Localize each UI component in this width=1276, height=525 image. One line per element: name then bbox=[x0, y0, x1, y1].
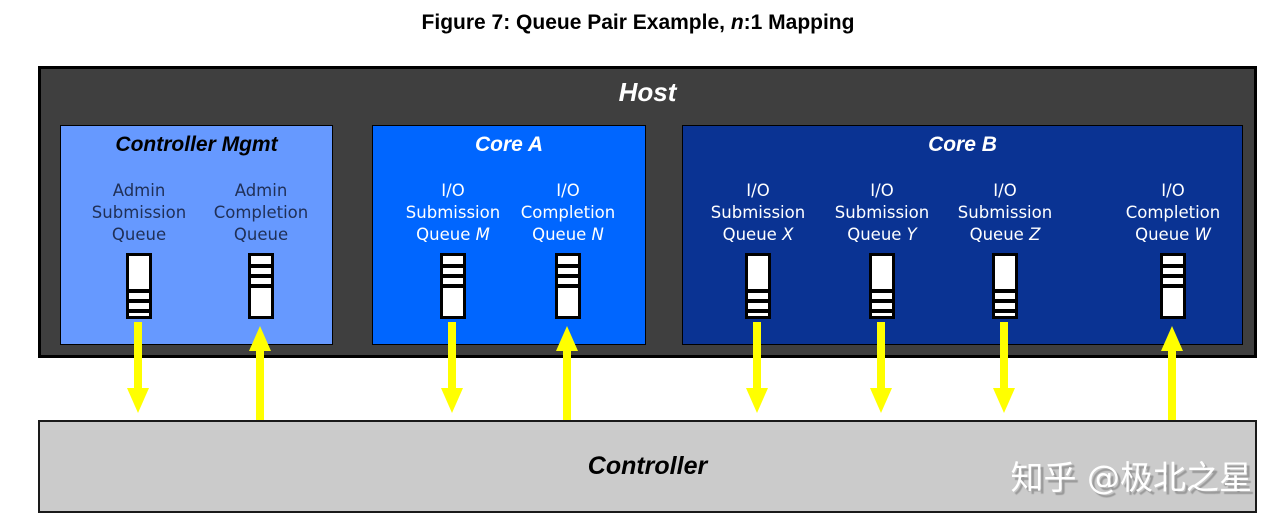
controller-mgmt-box: Controller Mgmt Admin Submission Queue A… bbox=[60, 125, 333, 345]
io-submission-queue-y: I/O Submission Queue Y bbox=[822, 180, 942, 319]
io-submission-queue-z: I/O Submission Queue Z bbox=[945, 180, 1065, 319]
controller-mgmt-title: Controller Mgmt bbox=[115, 133, 278, 156]
core-b-box: Core B I/O Submission Queue X I/O Submis… bbox=[682, 125, 1243, 345]
figure-title-italic-n: n bbox=[730, 11, 744, 34]
queue-icon bbox=[992, 253, 1018, 319]
queue-icon bbox=[126, 253, 152, 319]
io-submission-queue-m: I/O Submission Queue M bbox=[393, 180, 513, 319]
arrow-up-io-completion-n bbox=[556, 326, 578, 420]
figure-title-prefix: Figure 7: Queue Pair Example, bbox=[421, 11, 731, 34]
queue-icon bbox=[745, 253, 771, 319]
core-b-title: Core B bbox=[928, 133, 997, 156]
admin-completion-queue-label: Admin Completion Queue bbox=[213, 181, 309, 244]
arrow-down-io-submission-z bbox=[993, 322, 1015, 413]
controller-box: Controller bbox=[38, 420, 1257, 513]
io-submission-queue-x-label: I/O Submission Queue X bbox=[710, 181, 806, 244]
io-completion-queue-w-label: I/O Completion Queue W bbox=[1125, 181, 1221, 244]
admin-submission-queue-label: Admin Submission Queue bbox=[91, 181, 187, 244]
io-submission-queue-m-label: I/O Submission Queue M bbox=[405, 181, 501, 244]
core-a-box: Core A I/O Submission Queue M I/O Comple… bbox=[372, 125, 646, 345]
queue-icon bbox=[555, 253, 581, 319]
arrow-down-io-submission-m bbox=[441, 322, 463, 413]
io-submission-queue-x: I/O Submission Queue X bbox=[698, 180, 818, 319]
io-completion-queue-n: I/O Completion Queue N bbox=[508, 180, 628, 319]
figure-title: Figure 7: Queue Pair Example, n:1 Mappin… bbox=[0, 11, 1276, 35]
io-submission-queue-y-label: I/O Submission Queue Y bbox=[834, 181, 930, 244]
core-a-title: Core A bbox=[474, 133, 544, 156]
queue-icon bbox=[248, 253, 274, 319]
arrow-up-io-completion-w bbox=[1161, 326, 1183, 420]
figure-title-suffix: :1 Mapping bbox=[743, 11, 855, 34]
io-completion-queue-n-label: I/O Completion Queue N bbox=[520, 181, 616, 244]
arrow-down-io-submission-y bbox=[870, 322, 892, 413]
admin-completion-queue: Admin Completion Queue bbox=[201, 180, 321, 319]
watermark-zhihu: 知乎 @极北之星 bbox=[1010, 458, 1253, 497]
queue-icon bbox=[869, 253, 895, 319]
arrow-down-admin-submission bbox=[127, 322, 149, 413]
admin-submission-queue: Admin Submission Queue bbox=[79, 180, 199, 319]
io-submission-queue-z-label: I/O Submission Queue Z bbox=[957, 181, 1053, 244]
arrow-up-admin-completion bbox=[249, 326, 271, 420]
arrow-down-io-submission-x bbox=[746, 322, 768, 413]
queue-icon bbox=[440, 253, 466, 319]
controller-label: Controller bbox=[587, 452, 708, 480]
queue-icon bbox=[1160, 253, 1186, 319]
io-completion-queue-w: I/O Completion Queue W bbox=[1113, 180, 1233, 319]
host-label: Host bbox=[618, 77, 677, 107]
